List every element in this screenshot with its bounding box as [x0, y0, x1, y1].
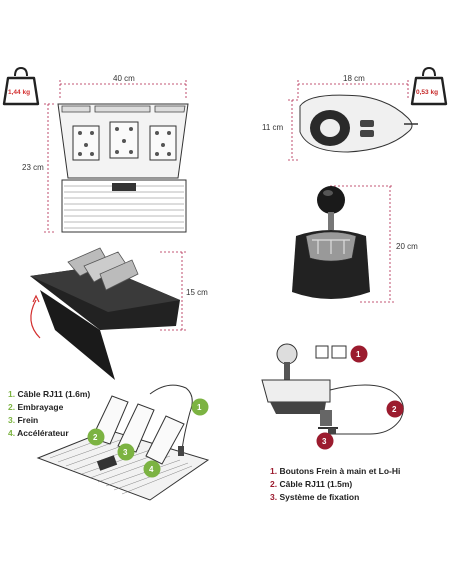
list-item: 3. Frein	[8, 415, 39, 425]
shifter-marker-3: 3	[322, 437, 327, 446]
shifter-detail-view	[261, 343, 404, 435]
pedals-height-label: 23 cm	[22, 163, 44, 172]
shifter-markers	[316, 345, 404, 450]
pedals-side-view	[30, 247, 180, 380]
pedals-marker-1: 1	[197, 403, 202, 412]
weight-icon	[2, 66, 40, 106]
pedals-top-view	[57, 103, 189, 233]
pedals-weight: 1,44 kg	[8, 89, 31, 96]
shifter-top-view	[299, 94, 418, 153]
list-item: 4. Accélérateur	[8, 428, 69, 438]
list-item: 2. Embrayage	[8, 402, 64, 412]
shifter-marker-1: 1	[356, 350, 361, 359]
shifter-dimension-lines	[288, 80, 409, 303]
list-item: 2. Câble RJ11 (1.5m)	[270, 479, 353, 489]
pedals-component-list: 1. Câble RJ11 (1.6m) 2. Embrayage 3. Fre…	[8, 388, 90, 440]
weight-icon-shifter	[410, 66, 448, 106]
shifter-weight: 0,53 kg	[416, 89, 439, 96]
pedals-width-label: 40 cm	[113, 74, 135, 83]
shifter-component-list: 1. Boutons Frein à main et Lo-Hi 2. Câbl…	[270, 465, 400, 504]
pedals-markers	[87, 398, 209, 478]
shifter-width-label: 18 cm	[343, 74, 365, 83]
shifter-depth-label: 11 cm	[262, 123, 284, 132]
list-item: 1. Boutons Frein à main et Lo-Hi	[270, 466, 401, 476]
pedals-depth-label: 15 cm	[186, 288, 208, 297]
list-item: 3. Système de fixation	[270, 492, 360, 502]
shifter-marker-2: 2	[392, 405, 397, 414]
pedals-marker-2: 2	[93, 433, 98, 442]
shifter-height-label: 20 cm	[396, 242, 418, 251]
pedals-marker-4: 4	[149, 465, 154, 474]
pedals-dimension-lines	[44, 80, 187, 331]
list-item: 1. Câble RJ11 (1.6m)	[8, 389, 91, 399]
pedals-marker-3: 3	[123, 448, 128, 457]
shifter-front-view	[292, 186, 370, 299]
